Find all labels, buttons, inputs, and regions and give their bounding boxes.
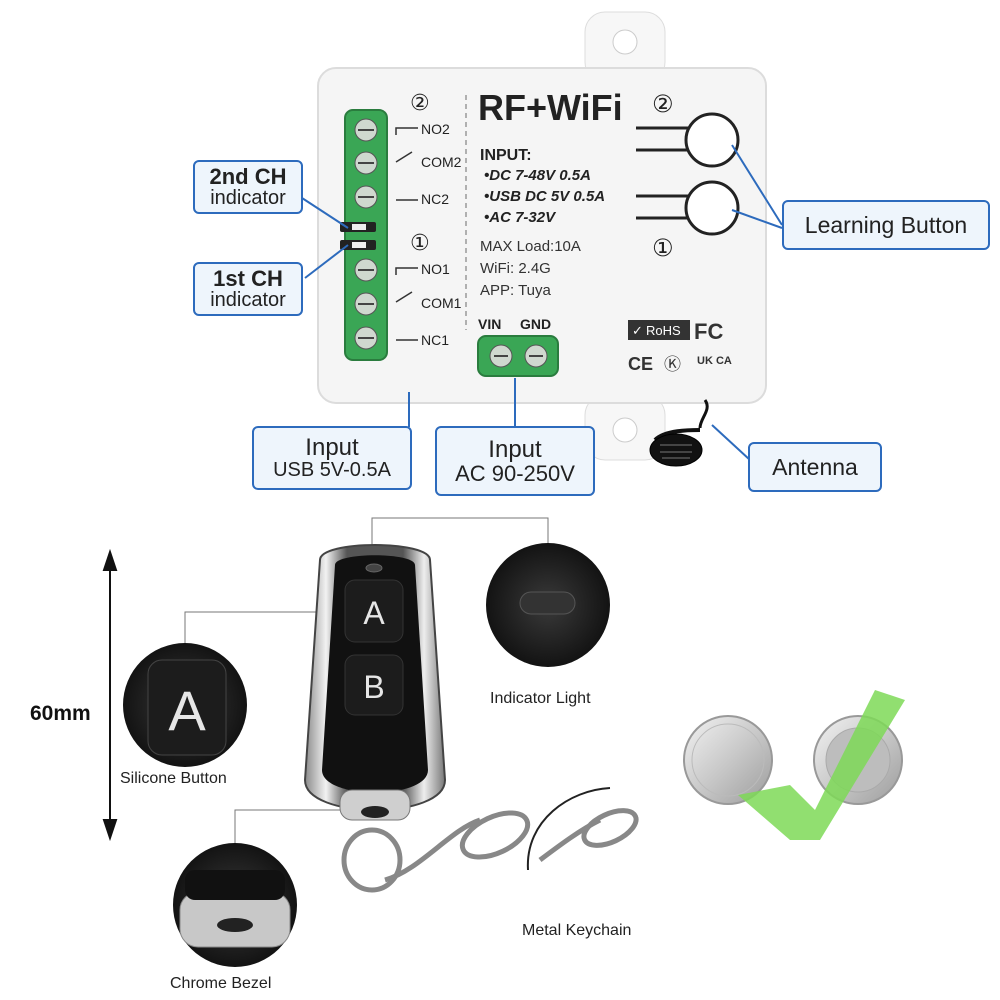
callout-leader-lines — [301, 144, 783, 461]
svg-text:✓: ✓ — [632, 323, 643, 338]
spec-app: APP: Tuya — [480, 282, 552, 299]
remote-button-b[interactable] — [344, 654, 404, 716]
zoom-keychain-arc — [526, 787, 611, 871]
gnd-label: GND — [520, 316, 551, 332]
callout-antenna: Antenna — [748, 442, 882, 492]
zoom-chrome-bezel — [173, 843, 297, 967]
remote-button-b-label: B — [363, 669, 384, 705]
relay-contact-symbols — [395, 127, 418, 341]
fc-mark: FC — [694, 319, 723, 344]
remote-button-a[interactable] — [344, 579, 404, 643]
channel-1-mark-right: ① — [652, 234, 674, 262]
callout-input-ac-sub: AC 90-250V — [455, 461, 575, 487]
callout-2nd-ch-sub: indicator — [210, 187, 286, 210]
input-line-1: •DC 7-48V 0.5A — [484, 167, 591, 184]
callout-2nd-ch-indicator: 2nd CH indicator — [193, 160, 303, 214]
callout-learning-text: Learning Button — [804, 211, 968, 238]
terminal-label-nc1: NC1 — [421, 332, 449, 348]
callout-learning-button: Learning Button — [782, 200, 990, 250]
zoom-indicator-light — [486, 543, 610, 667]
callout-input-ac: Input AC 90-250V — [435, 426, 595, 496]
metal-keychain-label: Metal Keychain — [522, 922, 631, 939]
terminal-screws — [354, 118, 378, 350]
chrome-bezel-label: Chrome Bezel — [170, 975, 271, 992]
vin-label: VIN — [478, 316, 501, 332]
antenna-coil — [649, 399, 709, 467]
terminal-label-com2: COM2 — [421, 154, 462, 170]
metal-keychain — [341, 808, 639, 893]
callout-1st-ch-title: 1st CH — [213, 265, 283, 291]
input-line-2: •USB DC 5V 0.5A — [484, 188, 605, 205]
channel-2-mark-right: ② — [652, 90, 674, 118]
mounting-tab-top — [584, 11, 666, 83]
terminal-label-no2: NO2 — [421, 121, 450, 137]
mounting-tab-bottom — [584, 394, 666, 461]
callout-input-usb-sub: USB 5V-0.5A — [273, 459, 391, 482]
ukca-mark: UK CA — [697, 355, 732, 367]
terminal-label-com1: COM1 — [421, 295, 462, 311]
remote-indicator-light — [365, 563, 383, 573]
learning-button-2[interactable] — [636, 112, 740, 168]
ce-mark: CE — [628, 354, 653, 374]
channel-2-mark-left: ② — [410, 91, 430, 116]
relay-title: RF+WiFi — [478, 87, 623, 128]
relay-terminal-block — [344, 109, 388, 361]
power-terminal-block — [477, 335, 559, 377]
callout-2nd-ch-title: 2nd CH — [209, 163, 287, 189]
channel-1-mark-left: ① — [410, 231, 430, 256]
relay-body — [317, 67, 767, 404]
callout-antenna-text: Antenna — [772, 453, 858, 480]
callout-input-ac-title: Input — [488, 435, 542, 463]
kc-mark: Ⓚ — [664, 355, 681, 375]
terminal-label-nc2: NC2 — [421, 191, 449, 207]
input-line-3: •AC 7-32V — [484, 209, 557, 226]
zoom-silicone-button: A — [123, 643, 247, 767]
spec-wifi: WiFi: 2.4G — [480, 260, 551, 277]
spec-max-load: MAX Load:10A — [480, 238, 581, 255]
dimension-arrow — [102, 548, 118, 842]
indicator-light-label: Indicator Light — [490, 690, 591, 707]
callout-input-usb: Input USB 5V-0.5A — [252, 426, 412, 490]
green-check-icon — [738, 690, 905, 840]
input-heading: INPUT: — [480, 147, 532, 164]
callout-1st-ch-sub: indicator — [210, 289, 286, 312]
svg-text:RoHS: RoHS — [646, 323, 681, 338]
remote-guide-lines — [184, 517, 549, 850]
svg-text:A: A — [168, 679, 206, 742]
silicone-button-label: Silicone Button — [120, 770, 227, 787]
dimension-label: 60mm — [30, 702, 91, 725]
key-fob-remote: A B — [303, 544, 447, 821]
remote-button-a-label: A — [363, 595, 385, 631]
learning-button-1[interactable] — [636, 180, 740, 236]
callout-1st-ch-indicator: 1st CH indicator — [193, 262, 303, 316]
terminal-label-no1: NO1 — [421, 261, 450, 277]
callout-input-usb-title: Input — [305, 433, 359, 461]
rohs-mark: ✓ RoHS — [628, 320, 690, 340]
